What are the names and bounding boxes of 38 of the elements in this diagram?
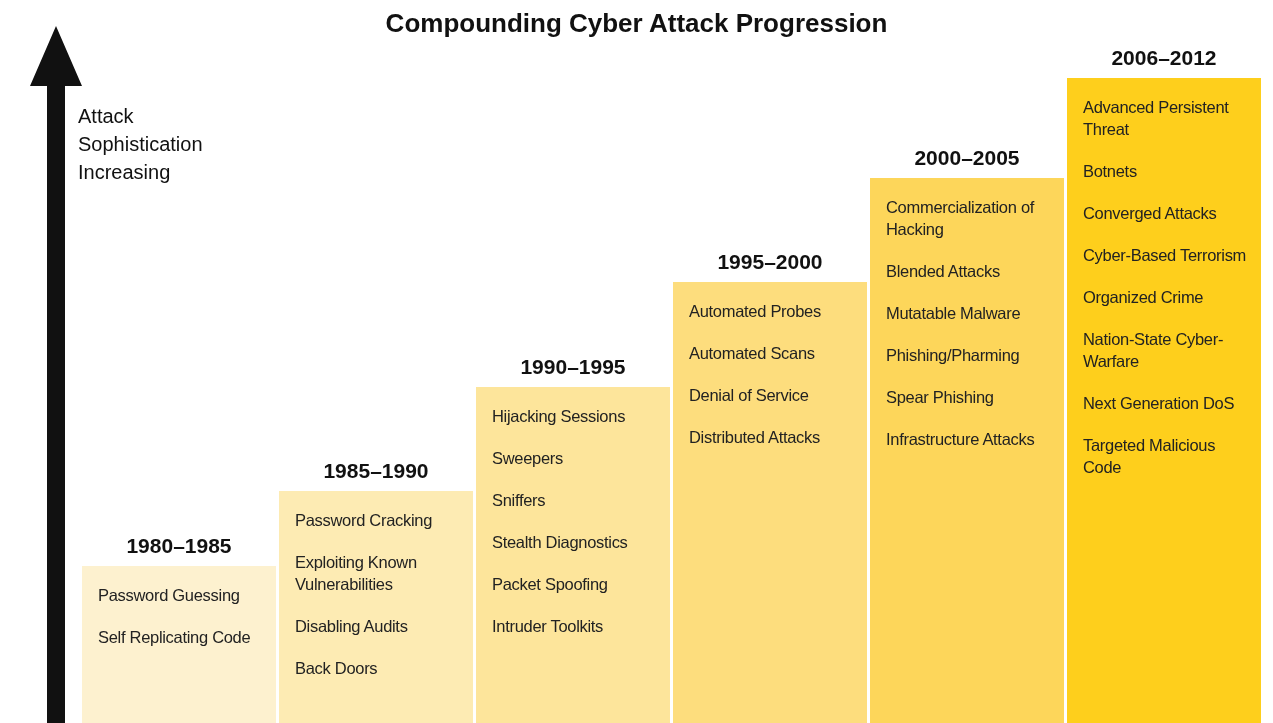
attack-type-text: Next Generation DoS bbox=[1083, 393, 1236, 414]
axis-label: Attack Sophistication Increasing bbox=[78, 104, 204, 185]
attack-type-text: Botnets bbox=[1083, 161, 1138, 182]
attack-type-text: Organized Crime bbox=[1083, 287, 1205, 308]
attack-type-text: Nation-State Cyber-Warfare bbox=[1083, 329, 1225, 372]
attack-type-text: Intruder Toolkits bbox=[492, 616, 605, 637]
attack-type-text: Advanced Persistent Threat bbox=[1083, 97, 1230, 140]
attack-type-text: Stealth Diagnostics bbox=[492, 532, 629, 553]
attack-type-text: Cyber-Based Terrorism bbox=[1083, 245, 1248, 266]
attack-type-text: Mutatable Malware bbox=[886, 303, 1022, 324]
attack-type-text: Sniffers bbox=[492, 490, 547, 511]
attack-type-text: Infrastructure Attacks bbox=[886, 429, 1036, 450]
attack-type-text: Hijacking Sessions bbox=[492, 406, 627, 427]
period-heading: 1985–1990 bbox=[322, 458, 430, 484]
attack-type-text: Phishing/Pharming bbox=[886, 345, 1021, 366]
attack-type-text: Exploiting Known Vulnerabilities bbox=[295, 552, 418, 595]
attack-type-text: Denial of Service bbox=[689, 385, 810, 406]
attack-type-text: Disabling Audits bbox=[295, 616, 409, 637]
period-heading: 2000–2005 bbox=[913, 145, 1021, 171]
attack-type-text: Commercialization of Hacking bbox=[886, 197, 1036, 240]
attack-type-text: Targeted Malicious Code bbox=[1083, 435, 1217, 478]
attack-type-text: Spear Phishing bbox=[886, 387, 995, 408]
period-heading: 2006–2012 bbox=[1110, 45, 1218, 71]
diagram-title: Compounding Cyber Attack Progression bbox=[384, 8, 889, 39]
period-heading: 1995–2000 bbox=[716, 249, 824, 275]
attack-type-text: Password Guessing bbox=[98, 585, 241, 606]
attack-type-text: Automated Probes bbox=[689, 301, 822, 322]
attack-type-text: Sweepers bbox=[492, 448, 564, 469]
attack-type-text: Packet Spoofing bbox=[492, 574, 609, 595]
attack-type-text: Self Replicating Code bbox=[98, 627, 252, 648]
attack-type-text: Password Cracking bbox=[295, 510, 434, 531]
attack-type-text: Back Doors bbox=[295, 658, 379, 679]
attack-type-text: Blended Attacks bbox=[886, 261, 1001, 282]
attack-type-text: Converged Attacks bbox=[1083, 203, 1218, 224]
period-heading: 1990–1995 bbox=[519, 354, 627, 380]
period-heading: 1980–1985 bbox=[125, 533, 233, 559]
attack-type-text: Distributed Attacks bbox=[689, 427, 821, 448]
attack-type-text: Automated Scans bbox=[689, 343, 816, 364]
